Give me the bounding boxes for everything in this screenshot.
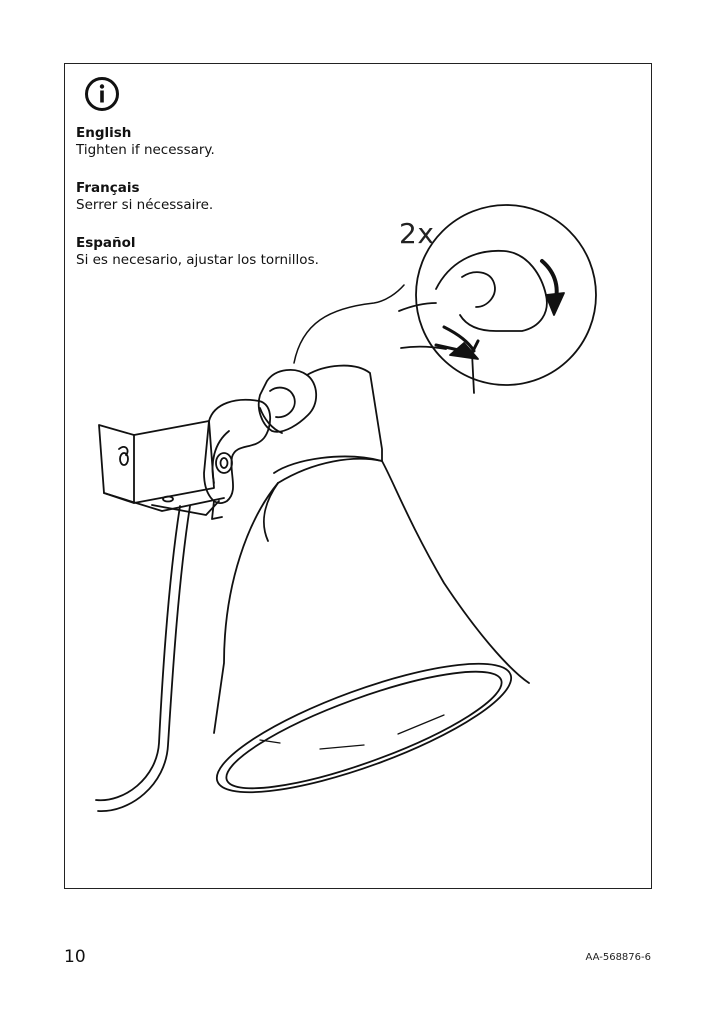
repeat-count-label: 2x (399, 217, 435, 250)
lamp-shade (213, 364, 530, 794)
instruction-text: Tighten if necessary. (76, 142, 215, 158)
instruction-panel (64, 63, 652, 889)
power-cord (95, 505, 191, 812)
language-label: English (76, 125, 132, 141)
lamp-illustration (95, 204, 597, 812)
instruction-text: Serrer si nécessaire. (76, 197, 214, 213)
info-icon (85, 77, 119, 111)
instruction-spanish: Español Si es necesario, ajustar los tor… (76, 235, 319, 269)
instruction-text: Si es necesario, ajustar los tornillos. (76, 252, 319, 268)
page-number: 10 (64, 947, 86, 967)
instruction-english: English Tighten if necessary. (76, 125, 215, 159)
detail-callout (293, 204, 597, 394)
language-label: Español (76, 235, 136, 251)
document-code: AA-568876-6 (585, 952, 652, 963)
language-label: Français (76, 180, 140, 196)
clamp-arm (203, 398, 272, 520)
instruction-french: Français Serrer si nécessaire. (76, 180, 213, 214)
tightening-knob (257, 369, 318, 434)
wall-bracket (98, 420, 225, 516)
